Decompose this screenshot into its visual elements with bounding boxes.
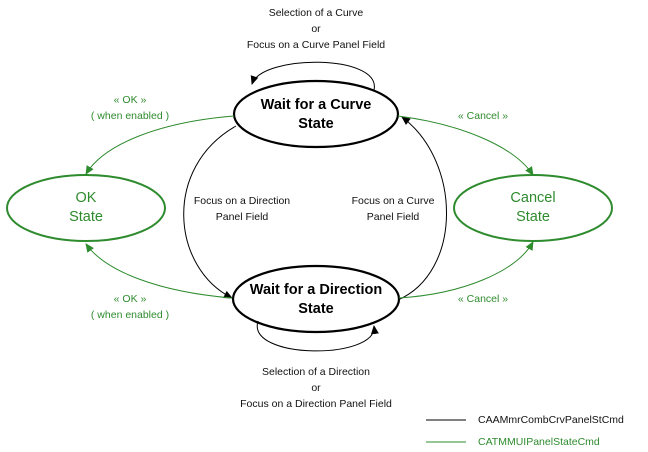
ok-top-line1: « OK »: [113, 94, 147, 106]
curve-to-direction-arrow: [183, 125, 237, 299]
ok-state-label: OK State: [36, 189, 136, 227]
ok-state-node: [6, 174, 166, 242]
direction-to-ok-arrow: [85, 243, 233, 299]
curve-self-loop-arrow: [250, 61, 375, 91]
cancel-bottom-transition-label: « Cancel »: [457, 293, 509, 305]
ok-state-line1: OK: [75, 190, 97, 206]
curve-self-line2: or: [311, 23, 321, 35]
curve-self-line3: Focus on a Curve Panel Field: [246, 39, 386, 51]
direction-to-curve-label: Focus on a Curve Panel Field: [338, 193, 448, 225]
legend-label-black: CAAMmrCombCrvPanelStCmd: [478, 414, 624, 426]
direction-self-line1: Selection of a Direction: [262, 366, 370, 378]
direction-to-cancel-arrow: [398, 241, 534, 299]
curve-to-direction-line1: Focus on a Direction: [193, 195, 291, 207]
ok-bottom-line1: « OK »: [113, 293, 147, 305]
ok-top-transition-label: « OK » ( when enabled ): [70, 92, 190, 124]
curve-to-direction-line2: Panel Field: [215, 211, 269, 223]
wait-direction-state-line2: State: [298, 301, 334, 317]
wait-direction-state-line1: Wait for a Direction: [249, 282, 383, 298]
wait-direction-state-node: [231, 264, 401, 334]
ok-bottom-transition-label: « OK » ( when enabled ): [70, 291, 190, 323]
curve-to-direction-label: Focus on a Direction Panel Field: [182, 193, 302, 225]
cancel-top-transition-label: « Cancel »: [457, 110, 509, 122]
curve-to-cancel-arrow: [397, 115, 534, 176]
ok-top-line2: ( when enabled ): [90, 110, 170, 122]
ok-bottom-line2: ( when enabled ): [90, 309, 170, 321]
cancel-state-label: Cancel State: [483, 189, 583, 227]
wait-curve-state-line2: State: [298, 116, 334, 132]
wait-curve-state-label: Wait for a Curve State: [234, 96, 398, 134]
ok-state-line2: State: [69, 209, 103, 225]
direction-to-curve-line1: Focus on a Curve: [351, 195, 435, 207]
direction-to-curve-arrow: [397, 116, 447, 301]
direction-self-line3: Focus on a Direction Panel Field: [240, 398, 392, 410]
legend-label-green: CATMMUIPanelStateCmd: [478, 436, 600, 448]
direction-to-curve-line2: Panel Field: [366, 211, 420, 223]
direction-self-transition-label: Selection of a Direction or Focus on a D…: [216, 364, 416, 412]
curve-self-transition-label: Selection of a Curve or Focus on a Curve…: [226, 5, 406, 53]
cancel-state-line1: Cancel: [510, 190, 556, 206]
direction-self-line2: or: [311, 382, 321, 394]
wait-direction-state-label: Wait for a Direction State: [226, 281, 406, 319]
direction-self-loop-arrow: [256, 320, 379, 352]
cancel-state-line2: State: [516, 209, 550, 225]
curve-self-line1: Selection of a Curve: [268, 7, 364, 19]
wait-curve-state-line1: Wait for a Curve: [260, 97, 372, 113]
curve-to-ok-arrow: [85, 115, 235, 175]
wait-curve-state-node: [232, 79, 400, 149]
